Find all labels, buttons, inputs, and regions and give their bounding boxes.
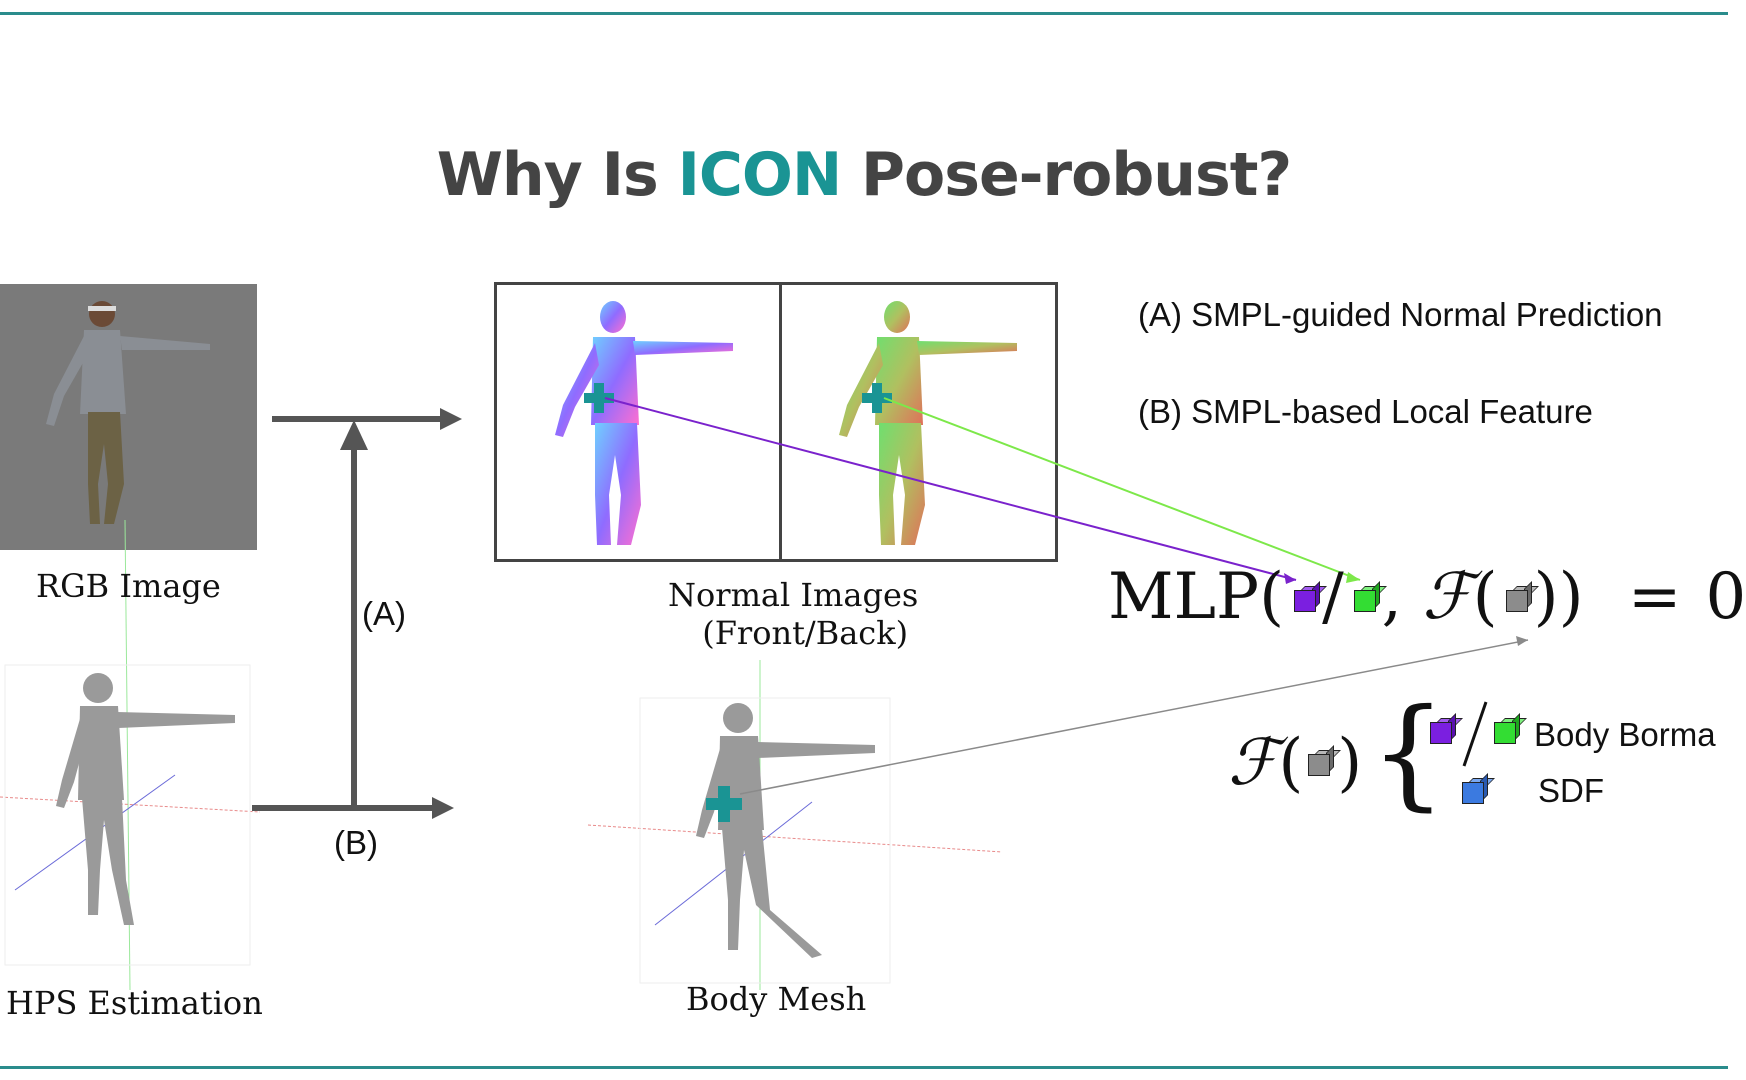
legend-a: (A) SMPL-guided Normal Prediction — [1138, 296, 1663, 333]
arrow-label-b: (B) — [334, 824, 378, 861]
cross-front — [584, 383, 614, 413]
hps-mesh — [0, 519, 261, 991]
eq-close: )) — [1533, 560, 1584, 634]
arrow-label-a: (A) — [362, 595, 406, 632]
cube-purple-def-icon — [1430, 713, 1463, 744]
caption-body-mesh: Body Mesh — [686, 980, 867, 1018]
feature-body-label: Body Borma — [1534, 716, 1716, 753]
feat-f-symbol: ℱ — [1228, 726, 1279, 800]
mlp-equation: MLP( /, ℱ()) = 0 — [1108, 560, 1746, 634]
caption-hps-estimation: HPS Estimation — [6, 984, 263, 1022]
curly-brace: { — [1370, 684, 1447, 823]
caption-normal-images: Normal Images (Front/Back) — [668, 576, 918, 652]
rgb-image — [0, 284, 257, 550]
def-slash — [1462, 701, 1488, 767]
title-suffix: Pose-robust? — [841, 140, 1292, 210]
caption-rgb-image: RGB Image — [36, 567, 221, 605]
caption-normal-line2: (Front/Back) — [702, 614, 909, 652]
cube-purple-icon — [1294, 581, 1327, 612]
eq-slash: / — [1322, 560, 1344, 634]
eq-open: ( — [1472, 560, 1498, 634]
eq-zero: 0 — [1705, 560, 1746, 634]
top-rule — [0, 12, 1728, 15]
title-accent: ICON — [677, 140, 843, 210]
body-mesh — [587, 660, 1003, 990]
eq-comma: , — [1381, 560, 1402, 634]
sample-point-crosses — [584, 383, 892, 822]
flow-arrows — [252, 408, 462, 819]
projection-lines — [604, 397, 1529, 795]
cube-gray-def-icon — [1308, 745, 1341, 776]
caption-normal-line1: Normal Images — [668, 576, 919, 614]
feature-f: ℱ() — [1228, 726, 1363, 800]
normal-images-divider — [779, 285, 782, 559]
legend-b: (B) SMPL-based Local Feature — [1138, 393, 1593, 430]
title-prefix: Why Is — [436, 140, 678, 210]
cube-green-def-icon — [1494, 713, 1527, 744]
feature-sdf-label: SDF — [1538, 772, 1604, 809]
eq-f: ℱ — [1422, 560, 1473, 634]
bottom-rule — [0, 1066, 1728, 1069]
cross-back — [862, 383, 892, 413]
cross-mesh — [706, 786, 742, 822]
cube-gray-icon — [1506, 581, 1539, 612]
rgb-person-figure — [46, 301, 210, 524]
slide-title: Why Is ICON Pose-robust? — [0, 140, 1728, 210]
cube-green-icon — [1354, 581, 1387, 612]
eq-mlp: MLP( — [1108, 560, 1285, 634]
eq-equals: = — [1627, 560, 1682, 634]
cube-blue-icon — [1462, 773, 1495, 804]
back-normal-figure — [839, 301, 1017, 545]
